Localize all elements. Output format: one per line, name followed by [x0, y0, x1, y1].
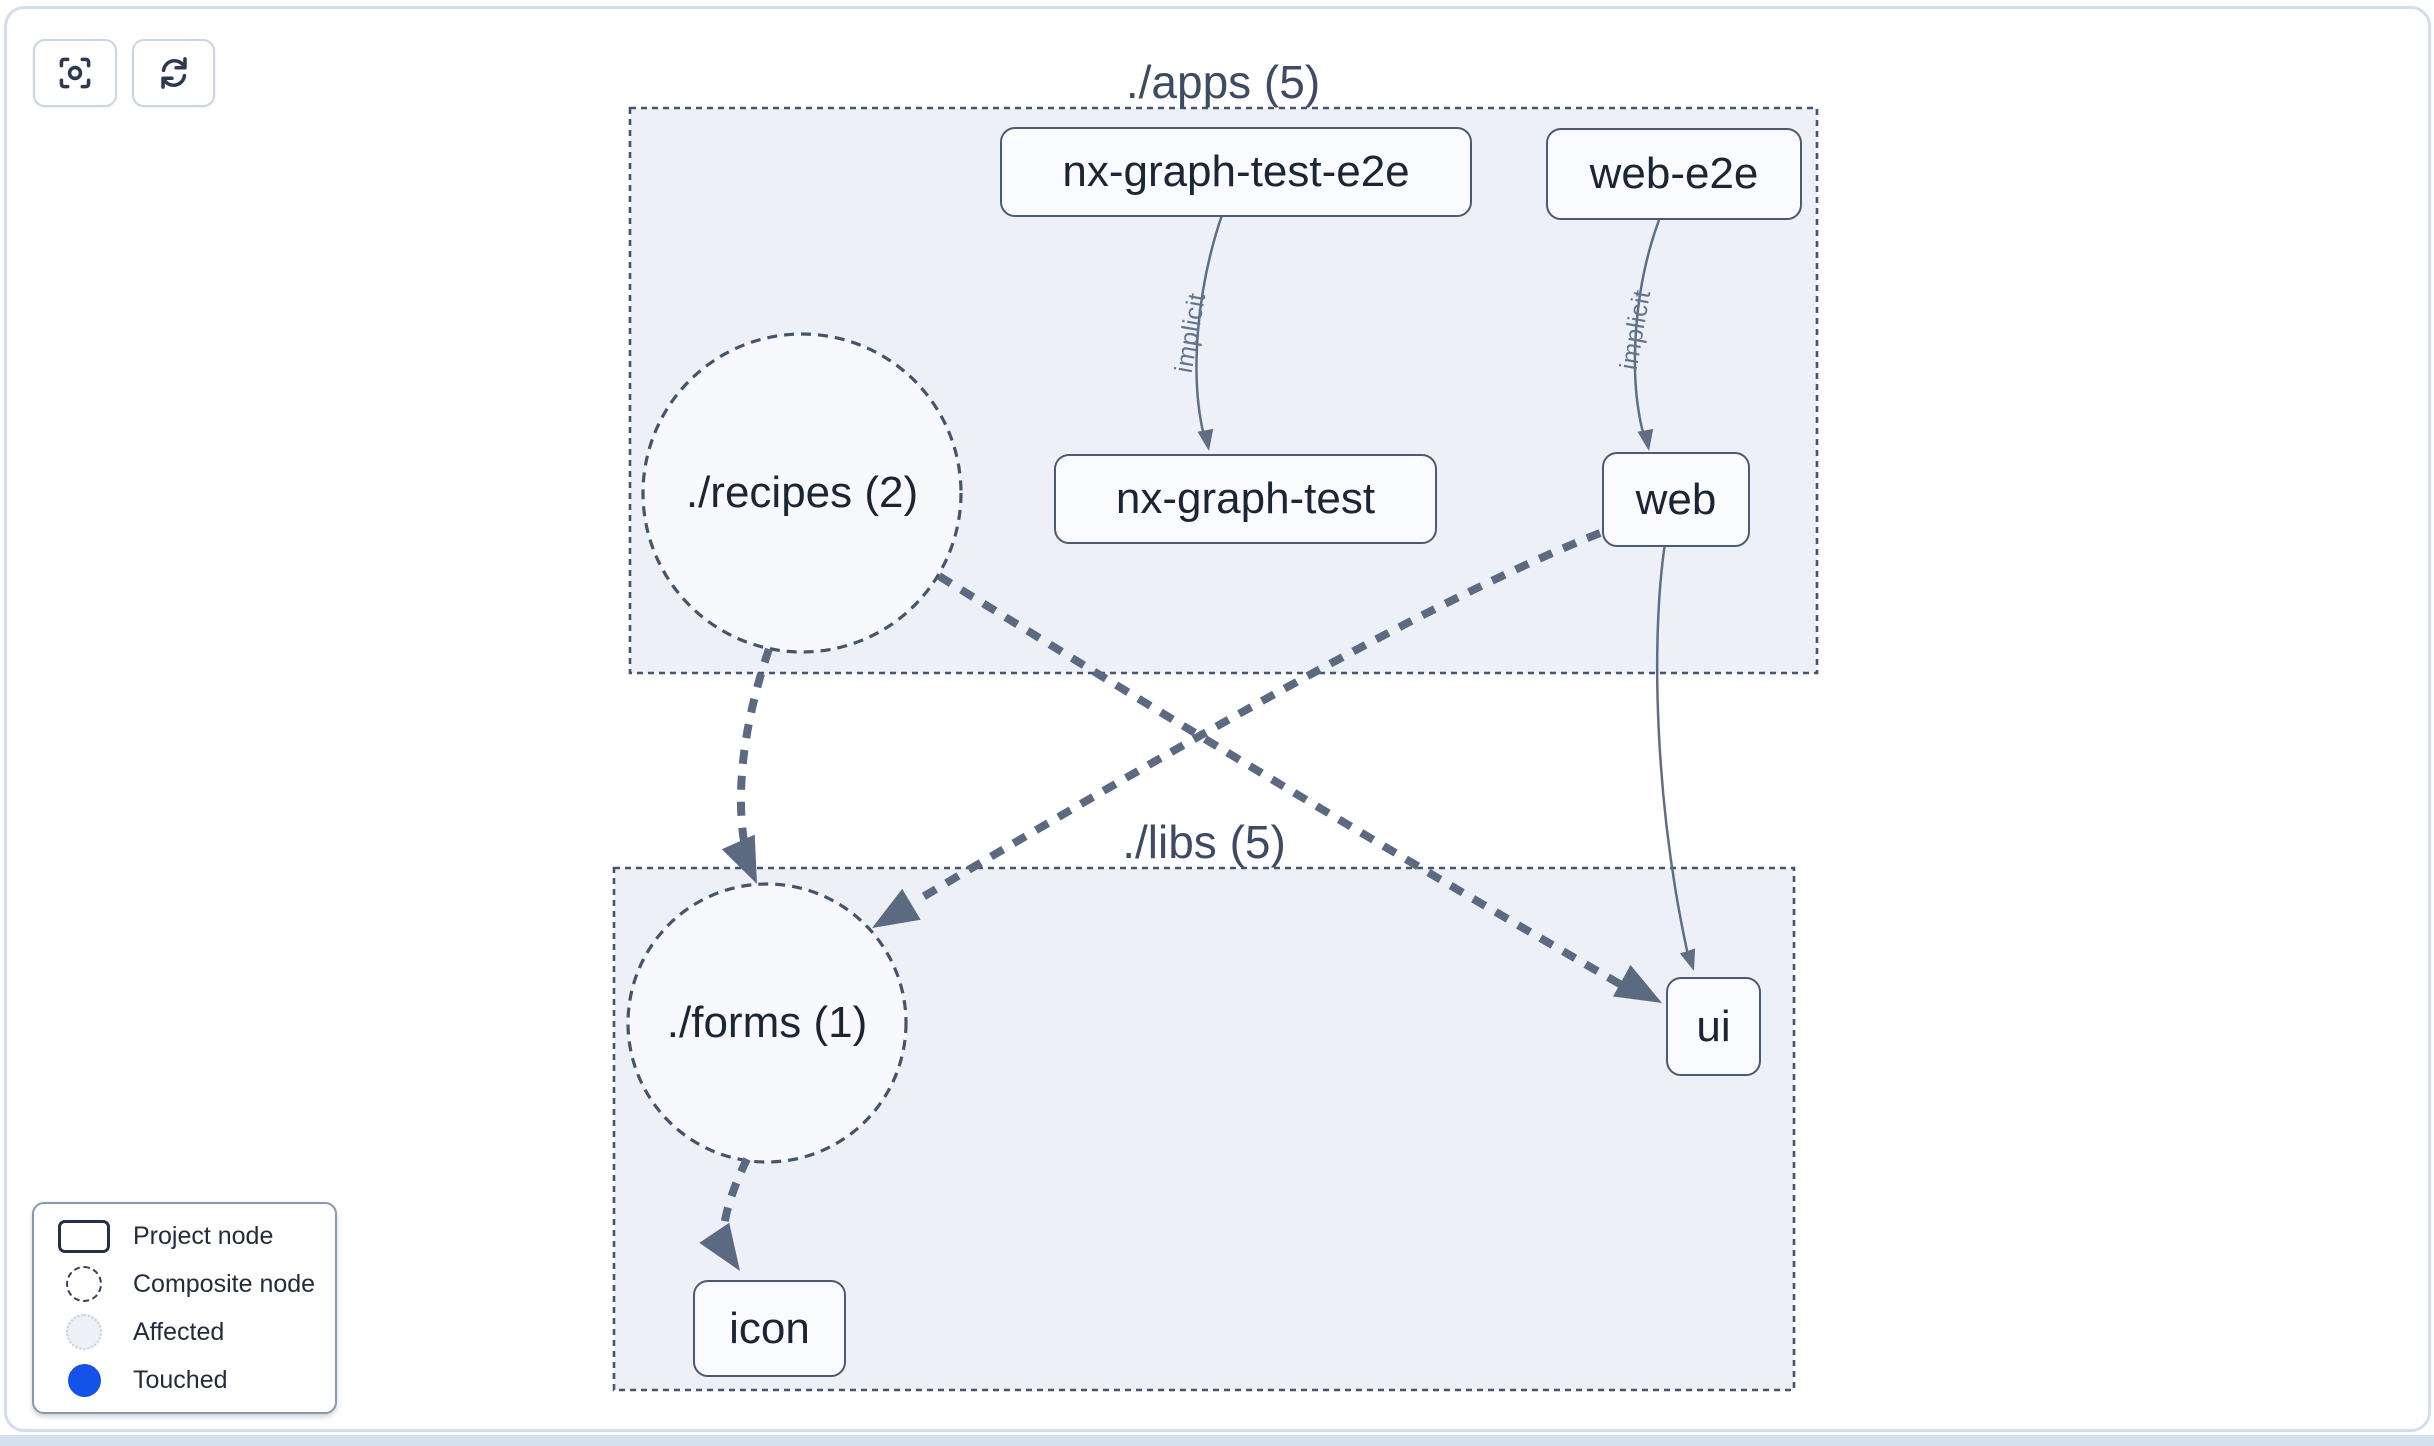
project-node-web[interactable]: web [1602, 452, 1750, 547]
edge-recipes-to-forms [736, 647, 773, 853]
edge-nx-graph-test-e2e-to-nx-graph-test [1195, 214, 1224, 441]
arrowhead [872, 888, 921, 928]
legend-label: Affected [133, 1317, 225, 1346]
legend-label: Project node [133, 1221, 274, 1250]
edge-web-e2e-to-web [1633, 219, 1661, 441]
composite-node-forms-label[interactable]: ./forms (1) [666, 998, 868, 1047]
arrowhead [721, 834, 757, 884]
group-label-apps: ./apps (5) [1125, 56, 1321, 108]
arrowhead [1637, 428, 1654, 451]
arrowhead [1613, 964, 1662, 1003]
group-label-libs: ./libs (5) [1122, 816, 1286, 868]
legend-row-project-node: Project node [34, 1212, 335, 1260]
focus-crosshair-icon [59, 57, 91, 89]
project-node-nx-graph-test-e2e[interactable]: nx-graph-test-e2e [1000, 127, 1472, 217]
edge-web-to-ui [1655, 542, 1690, 956]
arrowhead [699, 1222, 740, 1271]
legend-row-composite-node: Composite node [34, 1260, 335, 1308]
legend-row-touched: Touched [34, 1356, 335, 1404]
legend-row-affected: Affected [34, 1308, 335, 1356]
legend-label: Touched [133, 1365, 228, 1394]
focus-button[interactable] [33, 39, 117, 107]
composite-node-swatch [66, 1266, 102, 1302]
page-bottom-strip [0, 1435, 2434, 1446]
touched-swatch [67, 1363, 101, 1397]
refresh-icon [160, 57, 187, 89]
project-node-ui[interactable]: ui [1666, 977, 1761, 1076]
affected-swatch [66, 1314, 102, 1350]
legend: Project node Composite node Affected Tou… [32, 1202, 337, 1414]
arrowhead [1679, 948, 1696, 971]
arrowhead [1197, 428, 1214, 451]
legend-label: Composite node [133, 1269, 316, 1298]
thick-arrowheads [699, 834, 1662, 1271]
composite-forms-circle[interactable] [626, 882, 908, 1164]
refresh-button[interactable] [132, 39, 215, 107]
edge-web-to-forms [913, 529, 1602, 905]
project-node-swatch [58, 1219, 110, 1253]
composite-node-recipes-label[interactable]: ./recipes (2) [685, 468, 919, 517]
project-node-icon[interactable]: icon [693, 1280, 846, 1377]
implicit-edges [1195, 214, 1690, 956]
project-node-web-e2e[interactable]: web-e2e [1546, 128, 1802, 220]
composite-recipes-circle[interactable] [641, 332, 963, 654]
project-node-nx-graph-test[interactable]: nx-graph-test [1054, 454, 1437, 544]
thin-arrowheads [1197, 428, 1696, 971]
